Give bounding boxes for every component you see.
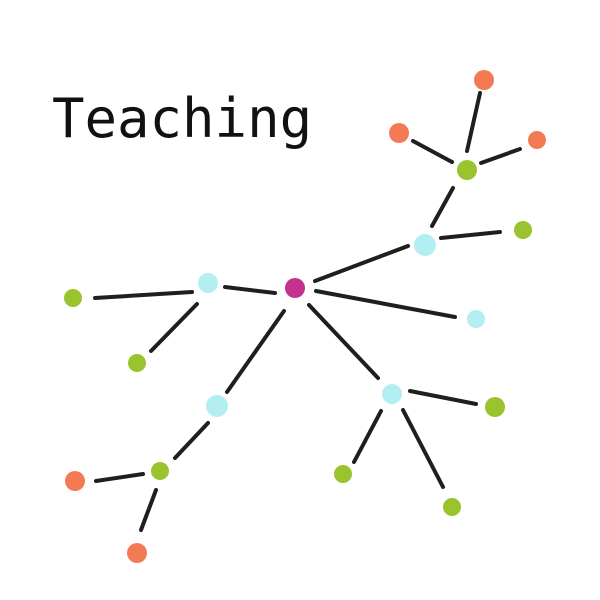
edges [93, 91, 522, 532]
leaf-green-top [457, 160, 477, 180]
edge-hub-to-right-node [314, 289, 457, 319]
leaf-orange-top [474, 70, 494, 90]
leaf-green-far-left [64, 289, 82, 307]
leaf-orange-lower-left [65, 471, 85, 491]
edge-left-node-to-lower-green [149, 302, 199, 353]
leaf-green-lower-right-right [485, 397, 505, 417]
edge-lower-right-node-to-right-green [408, 389, 478, 406]
edge-lower-left-green-to-left-orange [94, 472, 145, 483]
edge-hub-to-lower-right-node [307, 303, 380, 380]
edge-top-green-to-right-orange [479, 147, 522, 165]
edge-upper-right-node-to-green [439, 230, 502, 240]
diagram-title: Teaching [52, 87, 313, 150]
edge-hub-to-lower-left-node [225, 309, 286, 394]
branch-node-left [198, 273, 218, 293]
edge-left-node-to-far-left-green [93, 290, 194, 300]
branch-node-lower-left [206, 395, 228, 417]
leaf-green-lower-left [151, 462, 169, 480]
leaf-orange-upper-right [528, 131, 546, 149]
edge-hub-to-left-node [223, 285, 277, 295]
branch-node-upper-right [414, 234, 436, 256]
leaf-green-lower-right-bottom [443, 498, 461, 516]
branch-node-right [467, 310, 485, 328]
edge-hub-to-upper-right-node [313, 244, 410, 283]
edge-lower-left-node-to-green [173, 421, 210, 460]
leaf-green-upper-right [514, 221, 532, 239]
edge-lower-right-node-to-left-green [352, 409, 383, 464]
edge-lower-left-green-to-bottom-orange [139, 488, 158, 532]
branch-node-lower-right [382, 384, 402, 404]
leaf-green-left-lower [128, 354, 146, 372]
edge-top-green-to-left-orange [411, 139, 454, 164]
leaf-orange-bottom [127, 543, 147, 563]
hub-node [285, 278, 305, 298]
nodes [64, 70, 546, 563]
edge-lower-right-node-to-bottom-green [401, 408, 445, 489]
leaf-orange-upper-left [389, 123, 409, 143]
edge-top-green-to-top-orange [465, 91, 482, 153]
leaf-green-lower-right-left [334, 465, 352, 483]
edge-upper-right-node-to-top-green [430, 186, 455, 228]
